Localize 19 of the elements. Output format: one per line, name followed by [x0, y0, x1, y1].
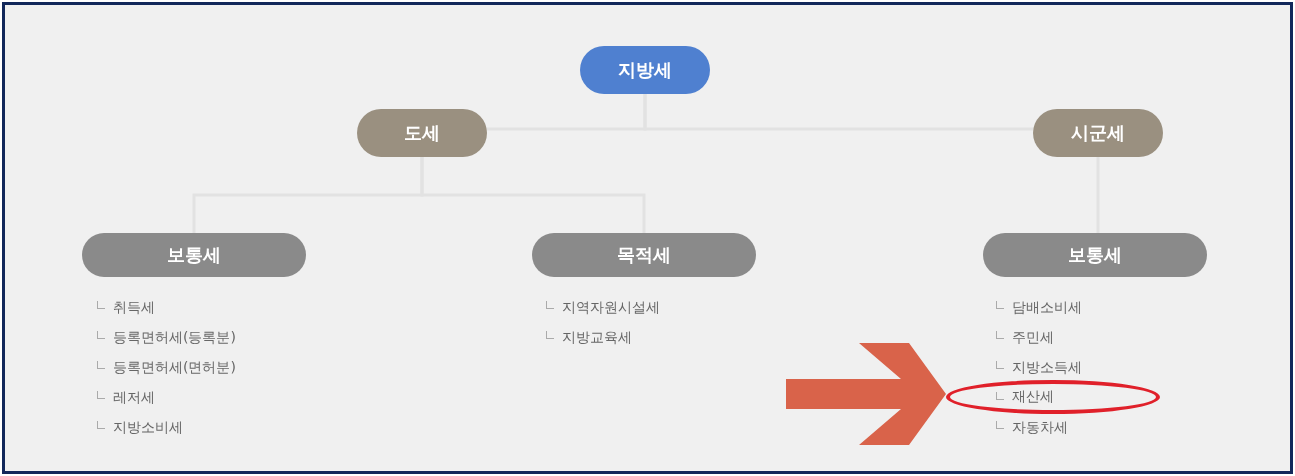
list-item: 지방교육세: [562, 328, 632, 347]
category-pill: 보통세: [82, 233, 306, 277]
list-item: 지방소득세: [1012, 358, 1082, 377]
category-pill: 목적세: [532, 233, 756, 277]
highlight-ellipse: [946, 380, 1160, 414]
list-item: 담배소비세: [1012, 298, 1082, 317]
list-item: 취득세: [113, 298, 155, 317]
category-pill: 시군세: [1033, 109, 1163, 157]
list-item: 지역자원시설세: [562, 298, 660, 317]
list-item: 재산세: [1012, 387, 1054, 406]
list-item: 레저세: [113, 388, 155, 407]
list-item: 등록면허세(면허분): [113, 358, 236, 377]
category-pill: 도세: [357, 109, 487, 157]
category-pill: 보통세: [983, 233, 1207, 277]
list-item: 등록면허세(등록분): [113, 328, 236, 347]
list-item: 지방소비세: [113, 418, 183, 437]
list-item: 주민세: [1012, 328, 1054, 347]
list-item: 자동차세: [1012, 418, 1068, 437]
category-pill: 지방세: [580, 46, 710, 94]
